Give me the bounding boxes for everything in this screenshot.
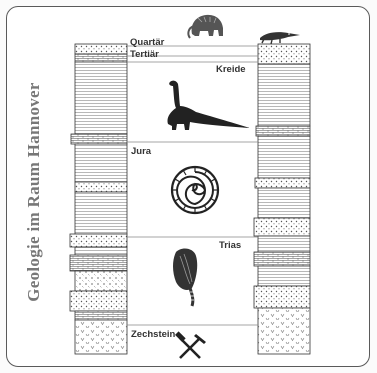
period-label-quartaer: Quartär: [130, 37, 164, 48]
period-label-zechstein: Zechstein: [131, 329, 175, 340]
fossil-plant-icon: [173, 249, 197, 306]
hammer-and-pick-icon: [175, 331, 206, 358]
mammoth-icon: [188, 15, 223, 38]
crocodile-icon: [260, 32, 300, 44]
dinosaur-icon: [167, 81, 250, 130]
period-label-trias: Trias: [219, 240, 241, 251]
period-label-jura: Jura: [131, 146, 151, 157]
right-rock-column: [254, 44, 310, 354]
period-label-tertiaer: Tertiär: [130, 49, 159, 60]
period-label-kreide: Kreide: [216, 64, 246, 75]
left-rock-column: [70, 44, 127, 354]
ammonite-icon: [172, 167, 218, 213]
